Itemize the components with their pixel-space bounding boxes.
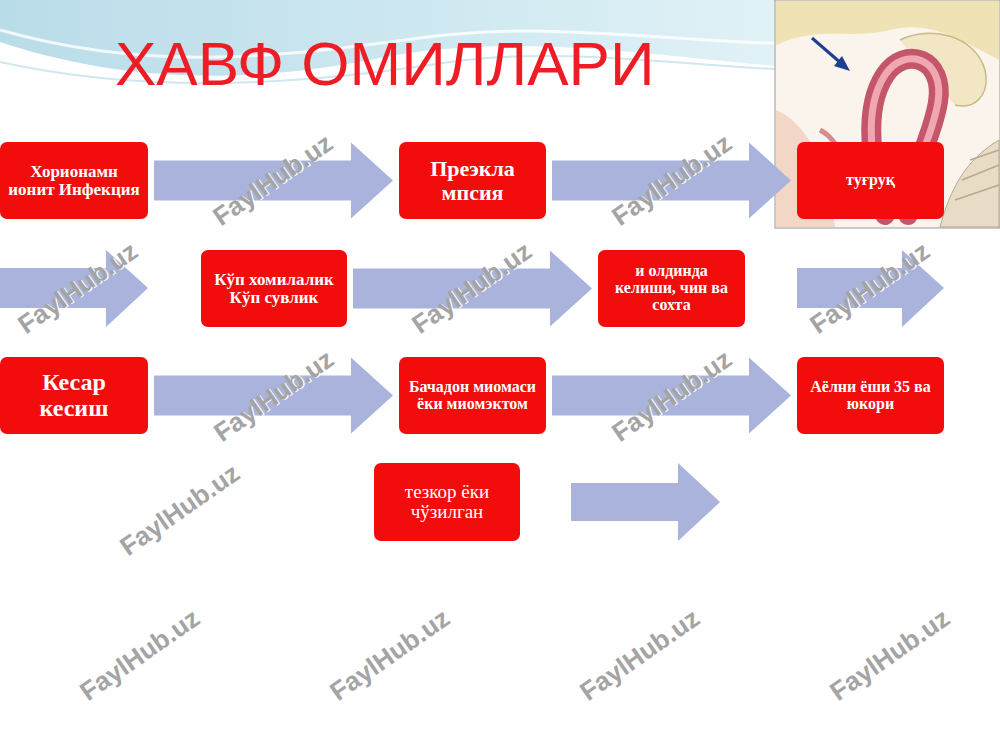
watermark-text: FaylHub.uz <box>114 458 245 563</box>
risk-factor-box: туғруқ <box>797 142 944 219</box>
box-text: и олдинда келиши, чин ва сохта <box>604 263 739 313</box>
risk-factor-box: Преэкла мпсия <box>399 142 546 219</box>
box-text: Аёлни ёши 35 ва юкори <box>803 379 938 413</box>
risk-factor-box: Кўп хомилалик Кўп сувлик <box>201 250 347 327</box>
box-text: Бачадон миомаси ёки миомэктом <box>405 379 540 413</box>
watermark-text: FaylHub.uz <box>324 603 455 708</box>
watermark-text: FaylHub.uz <box>574 603 705 708</box>
block-arrow <box>571 463 720 541</box>
watermark-text: FaylHub.uz <box>824 603 955 708</box>
box-text: туғруқ <box>803 172 938 189</box>
watermark-text: FaylHub.uz <box>74 603 205 708</box>
box-text: Кўп хомилалик Кўп сувлик <box>207 271 341 307</box>
risk-factor-box: и олдинда келиши, чин ва сохта <box>598 250 745 327</box>
risk-factor-box: Бачадон миомаси ёки миомэктом <box>399 357 546 434</box>
box-text: Кесар кесиш <box>6 370 142 420</box>
box-text: Хорионамн ионит Инфекция <box>6 163 142 199</box>
anatomy-illustration <box>775 0 1000 228</box>
risk-factor-box: тезкор ёки чўзилган <box>374 463 520 541</box>
box-text: тезкор ёки чўзилган <box>380 482 514 522</box>
risk-factor-box: Кесар кесиш <box>0 357 148 434</box>
risk-factor-box: Хорионамн ионит Инфекция <box>0 142 148 219</box>
box-text: Преэкла мпсия <box>405 157 540 203</box>
slide-title: ХАВФ ОМИЛЛАРИ <box>115 30 654 98</box>
risk-factor-box: Аёлни ёши 35 ва юкори <box>797 357 944 434</box>
